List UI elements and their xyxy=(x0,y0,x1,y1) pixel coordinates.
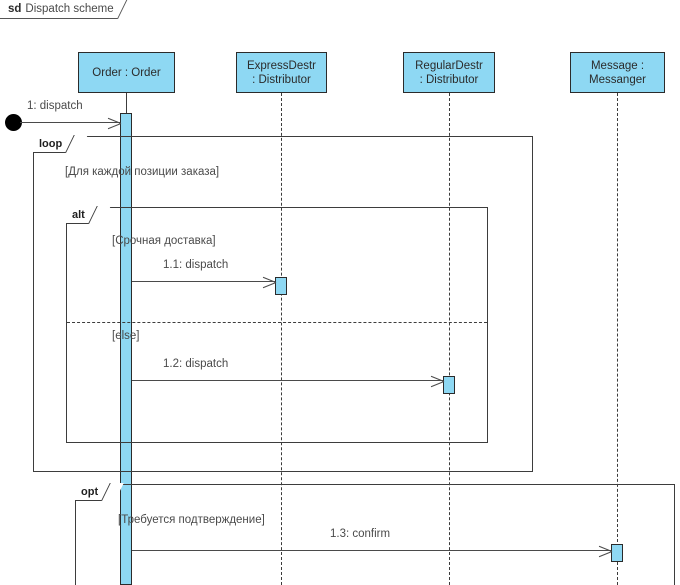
lifeline-label-message-line2: Messanger xyxy=(589,73,646,86)
lifeline-stem-message-tail xyxy=(617,562,618,585)
fragment-operator-loop: loop xyxy=(33,136,80,153)
fragment-opt[interactable]: opt xyxy=(75,484,675,585)
message-line-1-2 xyxy=(132,380,443,381)
message-arrowhead-1 xyxy=(108,116,121,129)
found-message-start-dot xyxy=(5,114,22,131)
lifeline-label-message-line1: Message : xyxy=(590,59,645,72)
lifeline-stem-expressdestr xyxy=(281,93,282,585)
lifeline-stem-message xyxy=(617,93,618,542)
lifeline-stem-order-top xyxy=(126,93,127,113)
message-label-1-2: 1.2: dispatch xyxy=(163,358,229,370)
message-label-1-3: 1.3: confirm xyxy=(330,528,391,540)
diagram-title: Dispatch scheme xyxy=(25,3,114,15)
fragment-guard-alt-2: [else] xyxy=(112,330,140,342)
message-line-1-1 xyxy=(132,281,275,282)
lifeline-stem-regulardestr xyxy=(449,93,450,585)
message-arrowhead-1-2 xyxy=(431,374,444,387)
fragment-alt[interactable]: alt xyxy=(66,207,488,443)
lifeline-label-regulardestr-line2: : Distributor xyxy=(419,73,479,86)
diagram-frame-label: sd Dispatch scheme xyxy=(0,0,133,19)
lifeline-label-expressdestr-line1: ExpressDestr xyxy=(246,59,317,72)
message-label-1: 1: dispatch xyxy=(27,100,83,112)
fragment-guard-loop: [Для каждой позиции заказа] xyxy=(65,166,220,178)
fragment-guard-opt: [Требуется подтверждение] xyxy=(118,514,265,526)
lifeline-label-regulardestr-line1: RegularDestr xyxy=(415,59,483,72)
message-arrowhead-1-3 xyxy=(599,544,612,557)
fragment-guard-alt-1: [Срочная доставка] xyxy=(112,235,216,247)
lifeline-label-expressdestr-line2: : Distributor xyxy=(252,73,311,86)
fragment-loop[interactable]: loop xyxy=(33,136,533,472)
lifeline-head-regulardestr[interactable]: RegularDestr : Distributor xyxy=(403,52,495,93)
message-label-1-1: 1.1: dispatch xyxy=(163,259,229,271)
fragment-operator-opt: opt xyxy=(75,484,116,501)
message-line-1-3 xyxy=(132,550,611,551)
lifeline-head-expressdestr[interactable]: ExpressDestr : Distributor xyxy=(236,52,327,93)
lifeline-head-order[interactable]: Order : Order xyxy=(78,52,175,93)
lifeline-label-order-line1: Order : Order xyxy=(92,66,161,79)
diagram-kind-keyword: sd xyxy=(8,3,22,15)
message-arrowhead-1-1 xyxy=(263,275,276,288)
fragment-operator-alt: alt xyxy=(66,207,102,224)
lifeline-head-message[interactable]: Message : Messanger xyxy=(570,52,665,93)
fragment-alt-divider xyxy=(67,322,487,323)
message-line-1 xyxy=(20,122,120,123)
